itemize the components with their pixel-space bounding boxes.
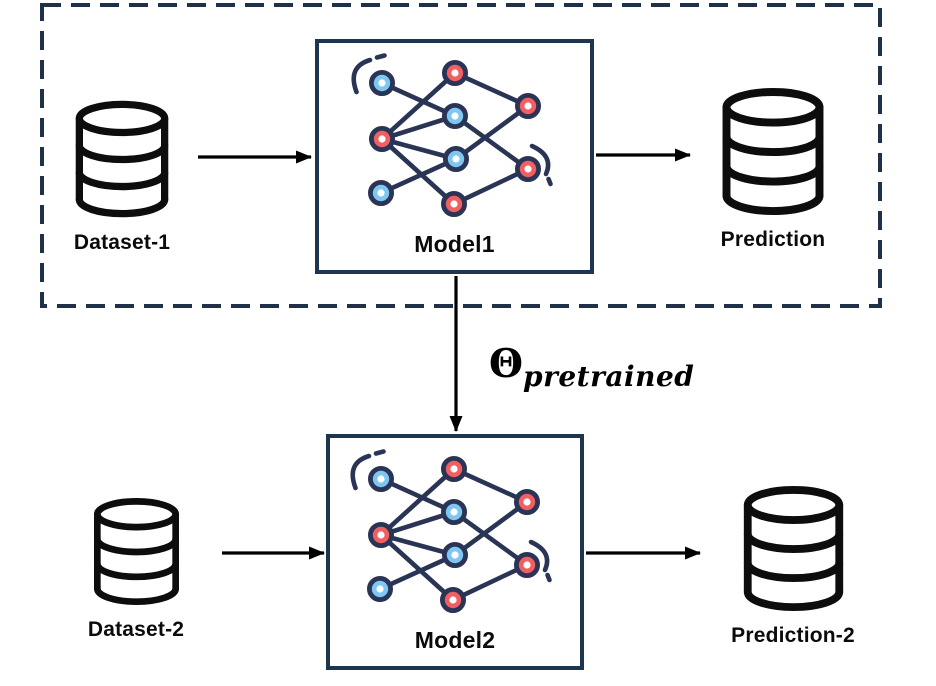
dataset-2-label: Dataset-2	[87, 618, 185, 641]
model-1-label: Model1	[414, 231, 495, 257]
prediction-label: Prediction	[720, 228, 826, 251]
prediction-2-label: Prediction-2	[731, 624, 855, 647]
database-icon	[93, 498, 179, 605]
model-2-box: Model2	[326, 434, 584, 670]
prediction-node: Prediction	[698, 88, 848, 252]
prediction-2-node: Prediction-2	[718, 486, 868, 648]
prediction-2-database-icon	[731, 486, 856, 616]
prediction-database-icon	[716, 88, 830, 220]
dataset-2-node: Dataset-2	[61, 498, 211, 642]
database-icon	[743, 486, 843, 611]
dataset-2-database-icon	[80, 498, 193, 610]
neural-network-icon	[350, 449, 552, 613]
neural-network-icon	[351, 53, 553, 217]
dataset-1-node: Dataset-1	[52, 100, 192, 255]
model-2-label: Model2	[414, 627, 496, 653]
pretrained-weights-label: Θpretrained	[489, 341, 694, 393]
dataset-1-database-icon	[70, 100, 174, 223]
theta-subscript: pretrained	[522, 360, 695, 393]
database-icon	[75, 100, 169, 218]
dataset-1-label: Dataset-1	[73, 231, 171, 254]
theta-symbol: Θ	[489, 341, 523, 387]
model-1-box: Model1	[315, 39, 594, 274]
database-icon	[722, 88, 824, 215]
